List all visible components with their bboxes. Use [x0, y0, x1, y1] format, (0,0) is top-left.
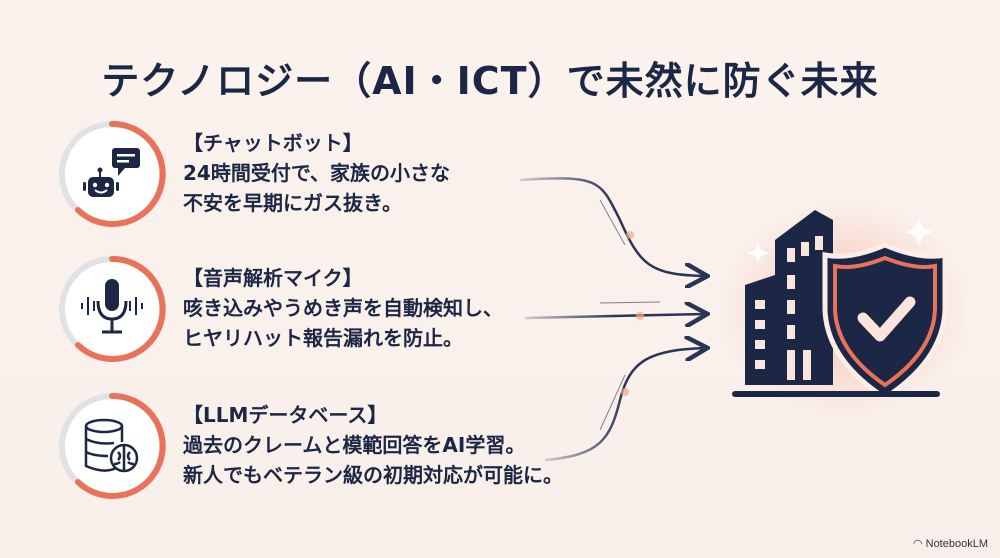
- database-brain-icon: [84, 418, 139, 473]
- chatbot-robot-icon: [83, 148, 140, 197]
- arrow-mic: [524, 314, 705, 318]
- feature-heading: 【音声解析マイク】: [183, 266, 363, 290]
- feature-description-line: ヒヤリハット報告漏れを防止。: [183, 326, 463, 350]
- arrow-chatbot: [519, 177, 705, 276]
- feature-description-line: 新人でもベテラン級の初期対応が可能に。: [183, 463, 563, 487]
- arrow-mic-return: [599, 301, 661, 304]
- feature-description-line: 24時間受付で、家族の小さな: [183, 161, 451, 185]
- feature-description-line: 咳き込みやうめき声を自動検知し、: [183, 296, 503, 320]
- page-title: テクノロジー（AI・ICT）で未然に防ぐ未来: [101, 59, 879, 103]
- arrow-llm: [544, 348, 705, 462]
- icon-badge: [58, 255, 166, 363]
- building-shield-check-icon: [720, 200, 965, 420]
- feature-description-line: 過去のクレームと模範回答をAI学習。: [183, 433, 526, 457]
- notebooklm-watermark: ◠ NotebookLM: [912, 538, 988, 550]
- microphone-soundwave-icon: [81, 279, 143, 334]
- arrow-chatbot-return: [599, 199, 626, 246]
- feature-voice-mic: 【音声解析マイク】 咳き込みやうめき声を自動検知し、 ヒヤリハット報告漏れを防止…: [58, 255, 578, 365]
- icon-badge: [58, 120, 166, 228]
- icon-badge: [58, 392, 166, 500]
- feature-chatbot: 【チャットボット】 24時間受付で、家族の小さな 不安を早期にガス抜き。: [58, 120, 578, 230]
- arrow-llm-return: [599, 374, 626, 431]
- watermark-text: NotebookLM: [925, 538, 988, 550]
- feature-description-line: 不安を早期にガス抜き。: [183, 191, 402, 215]
- feature-heading: 【チャットボット】: [183, 131, 363, 155]
- feature-heading: 【LLMデータベース】: [183, 403, 388, 427]
- feature-llm-database: 【LLMデータベース】 過去のクレームと模範回答をAI学習。 新人でもベテラン級…: [58, 392, 578, 502]
